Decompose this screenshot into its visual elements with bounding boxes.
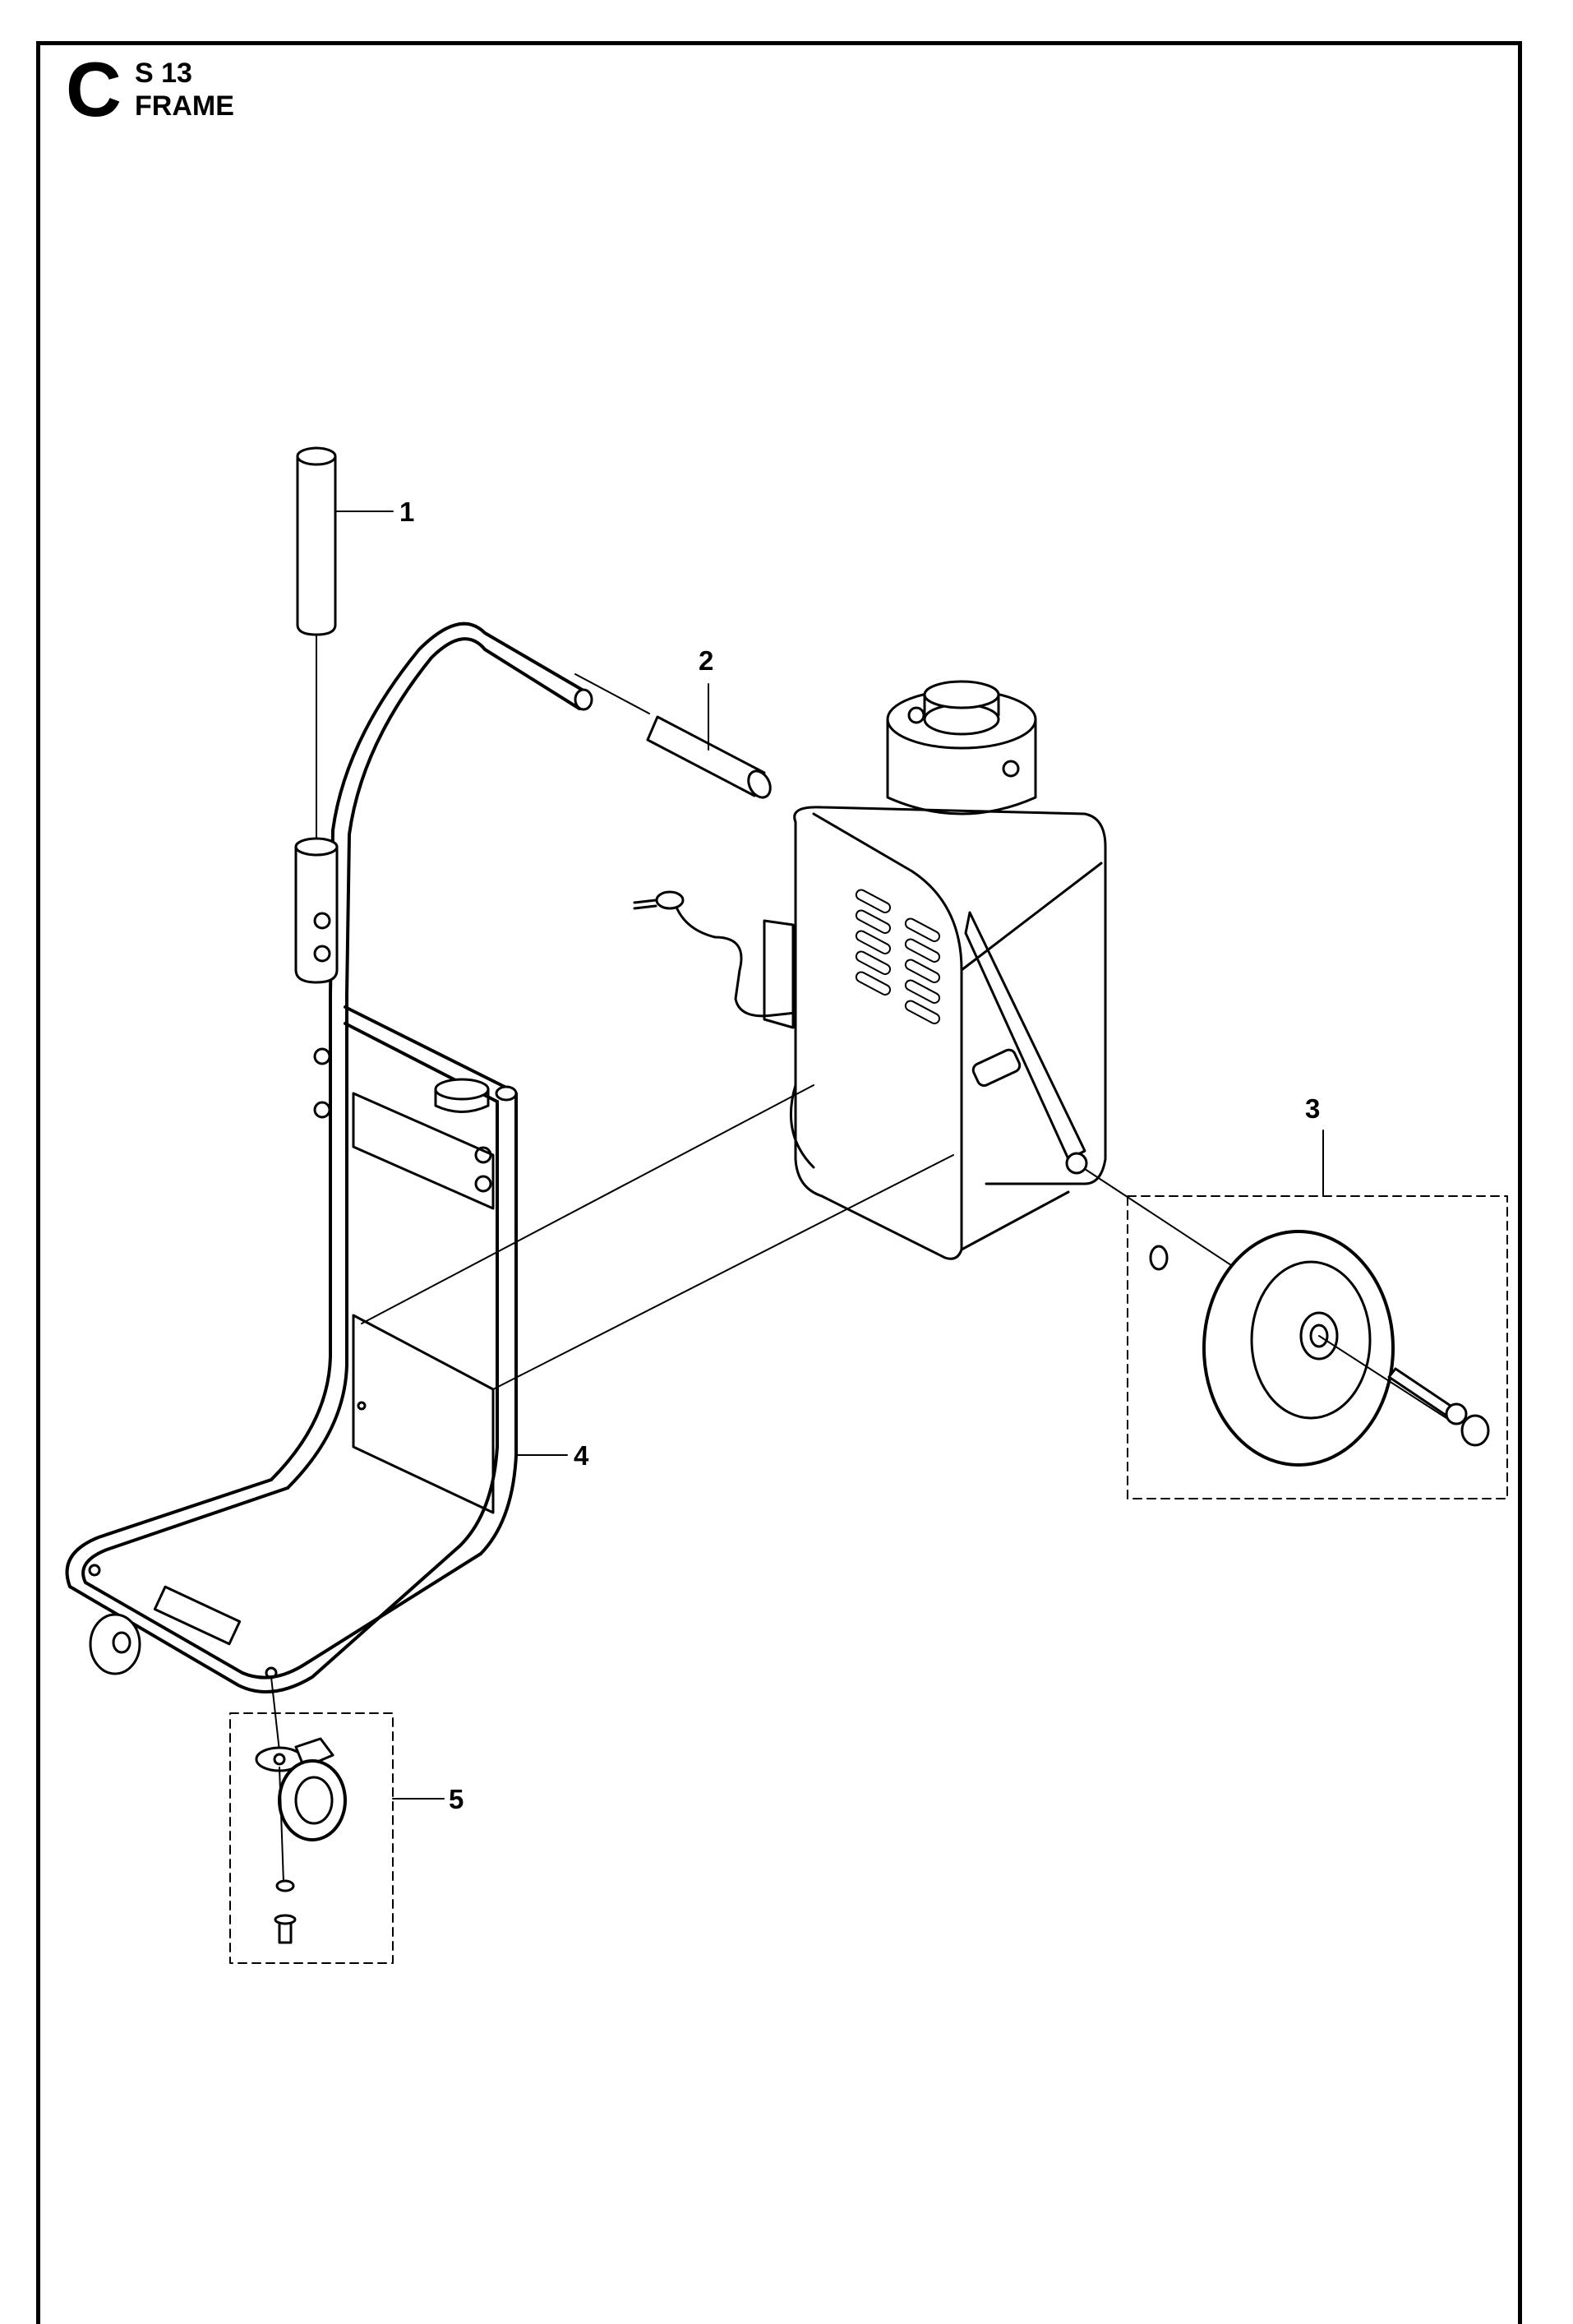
callout-3: 3 [1305, 1093, 1320, 1124]
part-2-handle-grip [574, 673, 772, 799]
section-code: S 13 [135, 58, 192, 89]
section-title: FRAME [135, 90, 234, 122]
section-letter: C [66, 46, 122, 132]
callout-4: 4 [574, 1440, 589, 1471]
part-4-trolley-frame [65, 621, 593, 1693]
callout-2: 2 [699, 645, 713, 676]
callout-1: 1 [399, 497, 414, 527]
page-frame-border [36, 41, 1522, 2324]
part-3-wheel-assembly [1084, 1130, 1508, 1499]
dust-extractor-unit [361, 680, 1107, 1390]
callout-5: 5 [449, 1784, 464, 1814]
part-5-caster-assembly [229, 1676, 445, 1964]
part-1-handle-grip [296, 446, 337, 839]
